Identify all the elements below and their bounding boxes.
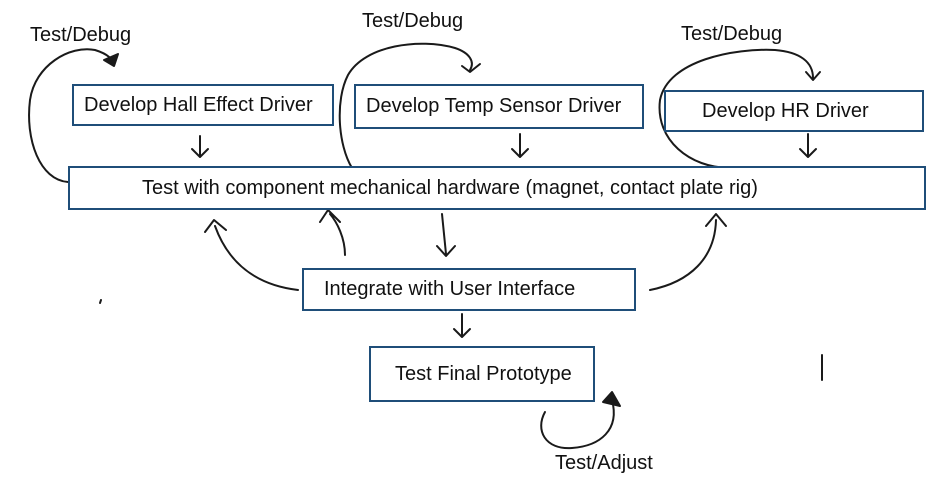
hr-driver-box: Develop HR Driver: [664, 90, 924, 132]
hr-debug-loop: [658, 48, 814, 169]
arrow-ui-to-test-left: [204, 219, 299, 291]
temp-debug-arrowhead: [461, 63, 481, 73]
integrate-ui-label: Integrate with User Interface: [324, 278, 576, 300]
temp-debug-loop: [338, 42, 473, 169]
final-loop-label: Test/Adjust: [555, 452, 653, 474]
stray-dot: [99, 299, 102, 304]
hall-driver-box: Develop Hall Effect Driver: [72, 84, 334, 126]
hall-debug-arrowhead: [103, 53, 119, 67]
final-adjust-arrowhead: [602, 391, 621, 407]
hall-debug-loop: [28, 48, 114, 183]
temp-driver-box: Develop Temp Sensor Driver: [354, 84, 644, 129]
hr-debug-arrowhead: [805, 71, 821, 81]
arrow-hr-to-test: [799, 133, 817, 158]
arrow-ui-to-final: [453, 313, 471, 338]
arrow-ui-to-test-midleft: [319, 209, 346, 256]
hr-loop-label: Test/Debug: [681, 23, 783, 45]
arrow-ui-to-test-right: [649, 213, 727, 291]
integrate-ui-box: Integrate with User Interface: [302, 268, 636, 311]
test-hardware-box: Test with component mechanical hardware …: [68, 166, 926, 210]
final-adjust-loop: [540, 399, 615, 450]
hr-driver-label: Develop HR Driver: [702, 99, 869, 122]
arrow-temp-to-test: [511, 133, 529, 158]
test-hardware-label: Test with component mechanical hardware …: [142, 176, 758, 199]
hall-driver-label: Develop Hall Effect Driver: [84, 93, 313, 116]
arrow-test-to-ui: [436, 213, 456, 257]
hall-loop-label: Test/Debug: [30, 24, 132, 46]
arrow-hall-to-test: [191, 135, 209, 158]
final-prototype-box: Test Final Prototype: [369, 346, 595, 402]
final-prototype-label: Test Final Prototype: [395, 362, 572, 385]
temp-loop-label: Test/Debug: [362, 10, 464, 32]
temp-driver-label: Develop Temp Sensor Driver: [366, 95, 622, 117]
